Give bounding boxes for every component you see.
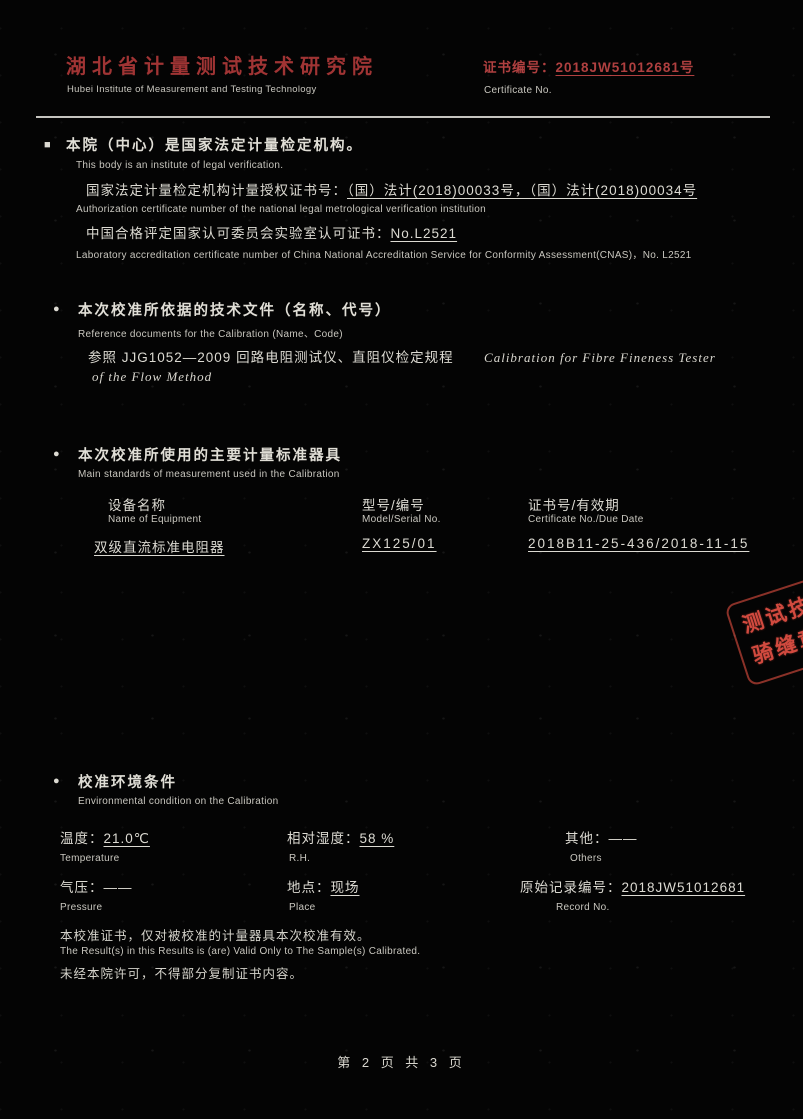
record-number-field: 原始记录编号：2018JW51012681 [520, 876, 745, 896]
legal-authorization-line: 国家法定计量检定机构计量授权证书号：（国）法计(2018)00033号，（国）法… [86, 179, 697, 199]
standard-model-serial: ZX125/01 [362, 536, 437, 551]
institute-name-en: Hubei Institute of Measurement and Testi… [67, 84, 317, 95]
place-label-en: Place [289, 902, 316, 913]
pressure-field: 气压：—— [60, 876, 133, 896]
record-number-label-cn: 原始记录编号： [520, 880, 622, 895]
others-label-cn: 其他： [565, 831, 609, 846]
bullet-dot-icon: ● [53, 775, 60, 787]
humidity-label-en: R.H. [289, 853, 311, 864]
header-divider [36, 116, 770, 118]
certificate-number-value: 2018JW51012681号 [555, 60, 695, 75]
reference-document-line: 参照 JJG1052—2009 回路电阻测试仪、直阻仪检定规程 Calibrat… [88, 346, 716, 367]
standards-col1-header-en: Name of Equipment [108, 514, 202, 525]
certificate-number-label-en: Certificate No. [484, 85, 552, 96]
humidity-field: 相对湿度：58 % [287, 827, 394, 847]
standard-equipment-name: 双级直流标准电阻器 [94, 540, 225, 555]
legal-cnas-line: 中国合格评定国家认可委员会实验室认可证书：No.L2521 [86, 222, 457, 242]
temperature-field: 温度：21.0℃ [60, 827, 150, 847]
standards-title-en: Main standards of measurement used in th… [78, 469, 340, 480]
reference-title-en: Reference documents for the Calibration … [78, 329, 343, 340]
place-field: 地点：现场 [287, 876, 360, 896]
pressure-label-cn: 气压： [60, 880, 104, 895]
legal-line1-en: This body is an institute of legal verif… [76, 160, 284, 171]
humidity-label-cn: 相对湿度： [287, 831, 360, 846]
note-validity-en: The Result(s) in this Results is (are) V… [60, 946, 421, 957]
legal-cnas-value: No.L2521 [390, 226, 458, 241]
environment-title-cn: 校准环境条件 [78, 775, 177, 791]
legal-authorization-en: Authorization certificate number of the … [76, 204, 487, 215]
note-validity-cn: 本校准证书，仅对被校准的计量器具本次校准有效。 [60, 929, 371, 943]
pressure-value: —— [103, 880, 133, 895]
reference-title-cn: 本次校准所依据的技术文件（名称、代号） [78, 303, 392, 319]
others-label-en: Others [570, 853, 602, 864]
certificate-number-line: 证书编号：2018JW51012681号 [483, 56, 694, 76]
standards-col3-header-en: Certificate No./Due Date [528, 514, 644, 525]
record-number-value: 2018JW51012681 [621, 880, 746, 895]
legal-authorization-label: 国家法定计量检定机构计量授权证书号： [86, 183, 347, 198]
record-number-label-en: Record No. [556, 902, 610, 913]
pressure-label-en: Pressure [60, 902, 103, 913]
standards-col1-header-cn: 设备名称 [108, 498, 166, 513]
standards-title-cn: 本次校准所使用的主要计量标准器具 [78, 448, 342, 464]
environment-title-en: Environmental condition on the Calibrati… [78, 796, 279, 807]
temperature-label-en: Temperature [60, 853, 120, 864]
legal-authorization-value: （国）法计(2018)00033号，（国）法计(2018)00034号 [347, 183, 698, 198]
temperature-label-cn: 温度： [60, 831, 104, 846]
standards-col2-header-cn: 型号/编号 [362, 498, 425, 513]
others-field: 其他：—— [565, 827, 638, 847]
others-value: —— [608, 831, 638, 846]
place-label-cn: 地点： [287, 880, 331, 895]
reference-document-cn: 参照 JJG1052—2009 回路电阻测试仪、直阻仪检定规程 [88, 350, 454, 365]
legal-cnas-en: Laboratory accreditation certificate num… [76, 250, 692, 261]
bullet-dot-icon: ● [53, 303, 60, 315]
note-copy-restriction-cn: 未经本院许可，不得部分复制证书内容。 [60, 967, 304, 981]
page-number: 第 2 页 共 3 页 [337, 1055, 466, 1070]
place-value: 现场 [330, 880, 360, 895]
institute-name-cn: 湖北省计量测试技术研究院 [66, 56, 378, 78]
legal-line1-cn: 本院（中心）是国家法定计量检定机构。 [66, 138, 363, 154]
temperature-value: 21.0℃ [103, 831, 150, 846]
legal-cnas-label: 中国合格评定国家认可委员会实验室认可证书： [86, 226, 391, 241]
humidity-value: 58 % [359, 831, 395, 846]
reference-document-en-part2: of the Flow Method [92, 369, 213, 384]
standards-col2-header-en: Model/Serial No. [362, 514, 441, 525]
bullet-square-icon: ■ [44, 139, 51, 151]
standard-certificate-due: 2018B11-25-436/2018-11-15 [528, 536, 750, 551]
standards-col3-header-cn: 证书号/有效期 [528, 498, 620, 513]
red-seal-stamp: 测试技 骑缝章 [724, 565, 803, 688]
certificate-number-label-cn: 证书编号： [483, 60, 556, 75]
bullet-dot-icon: ● [53, 448, 60, 460]
reference-document-en-part1: Calibration for Fibre Fineness Tester [484, 350, 716, 365]
